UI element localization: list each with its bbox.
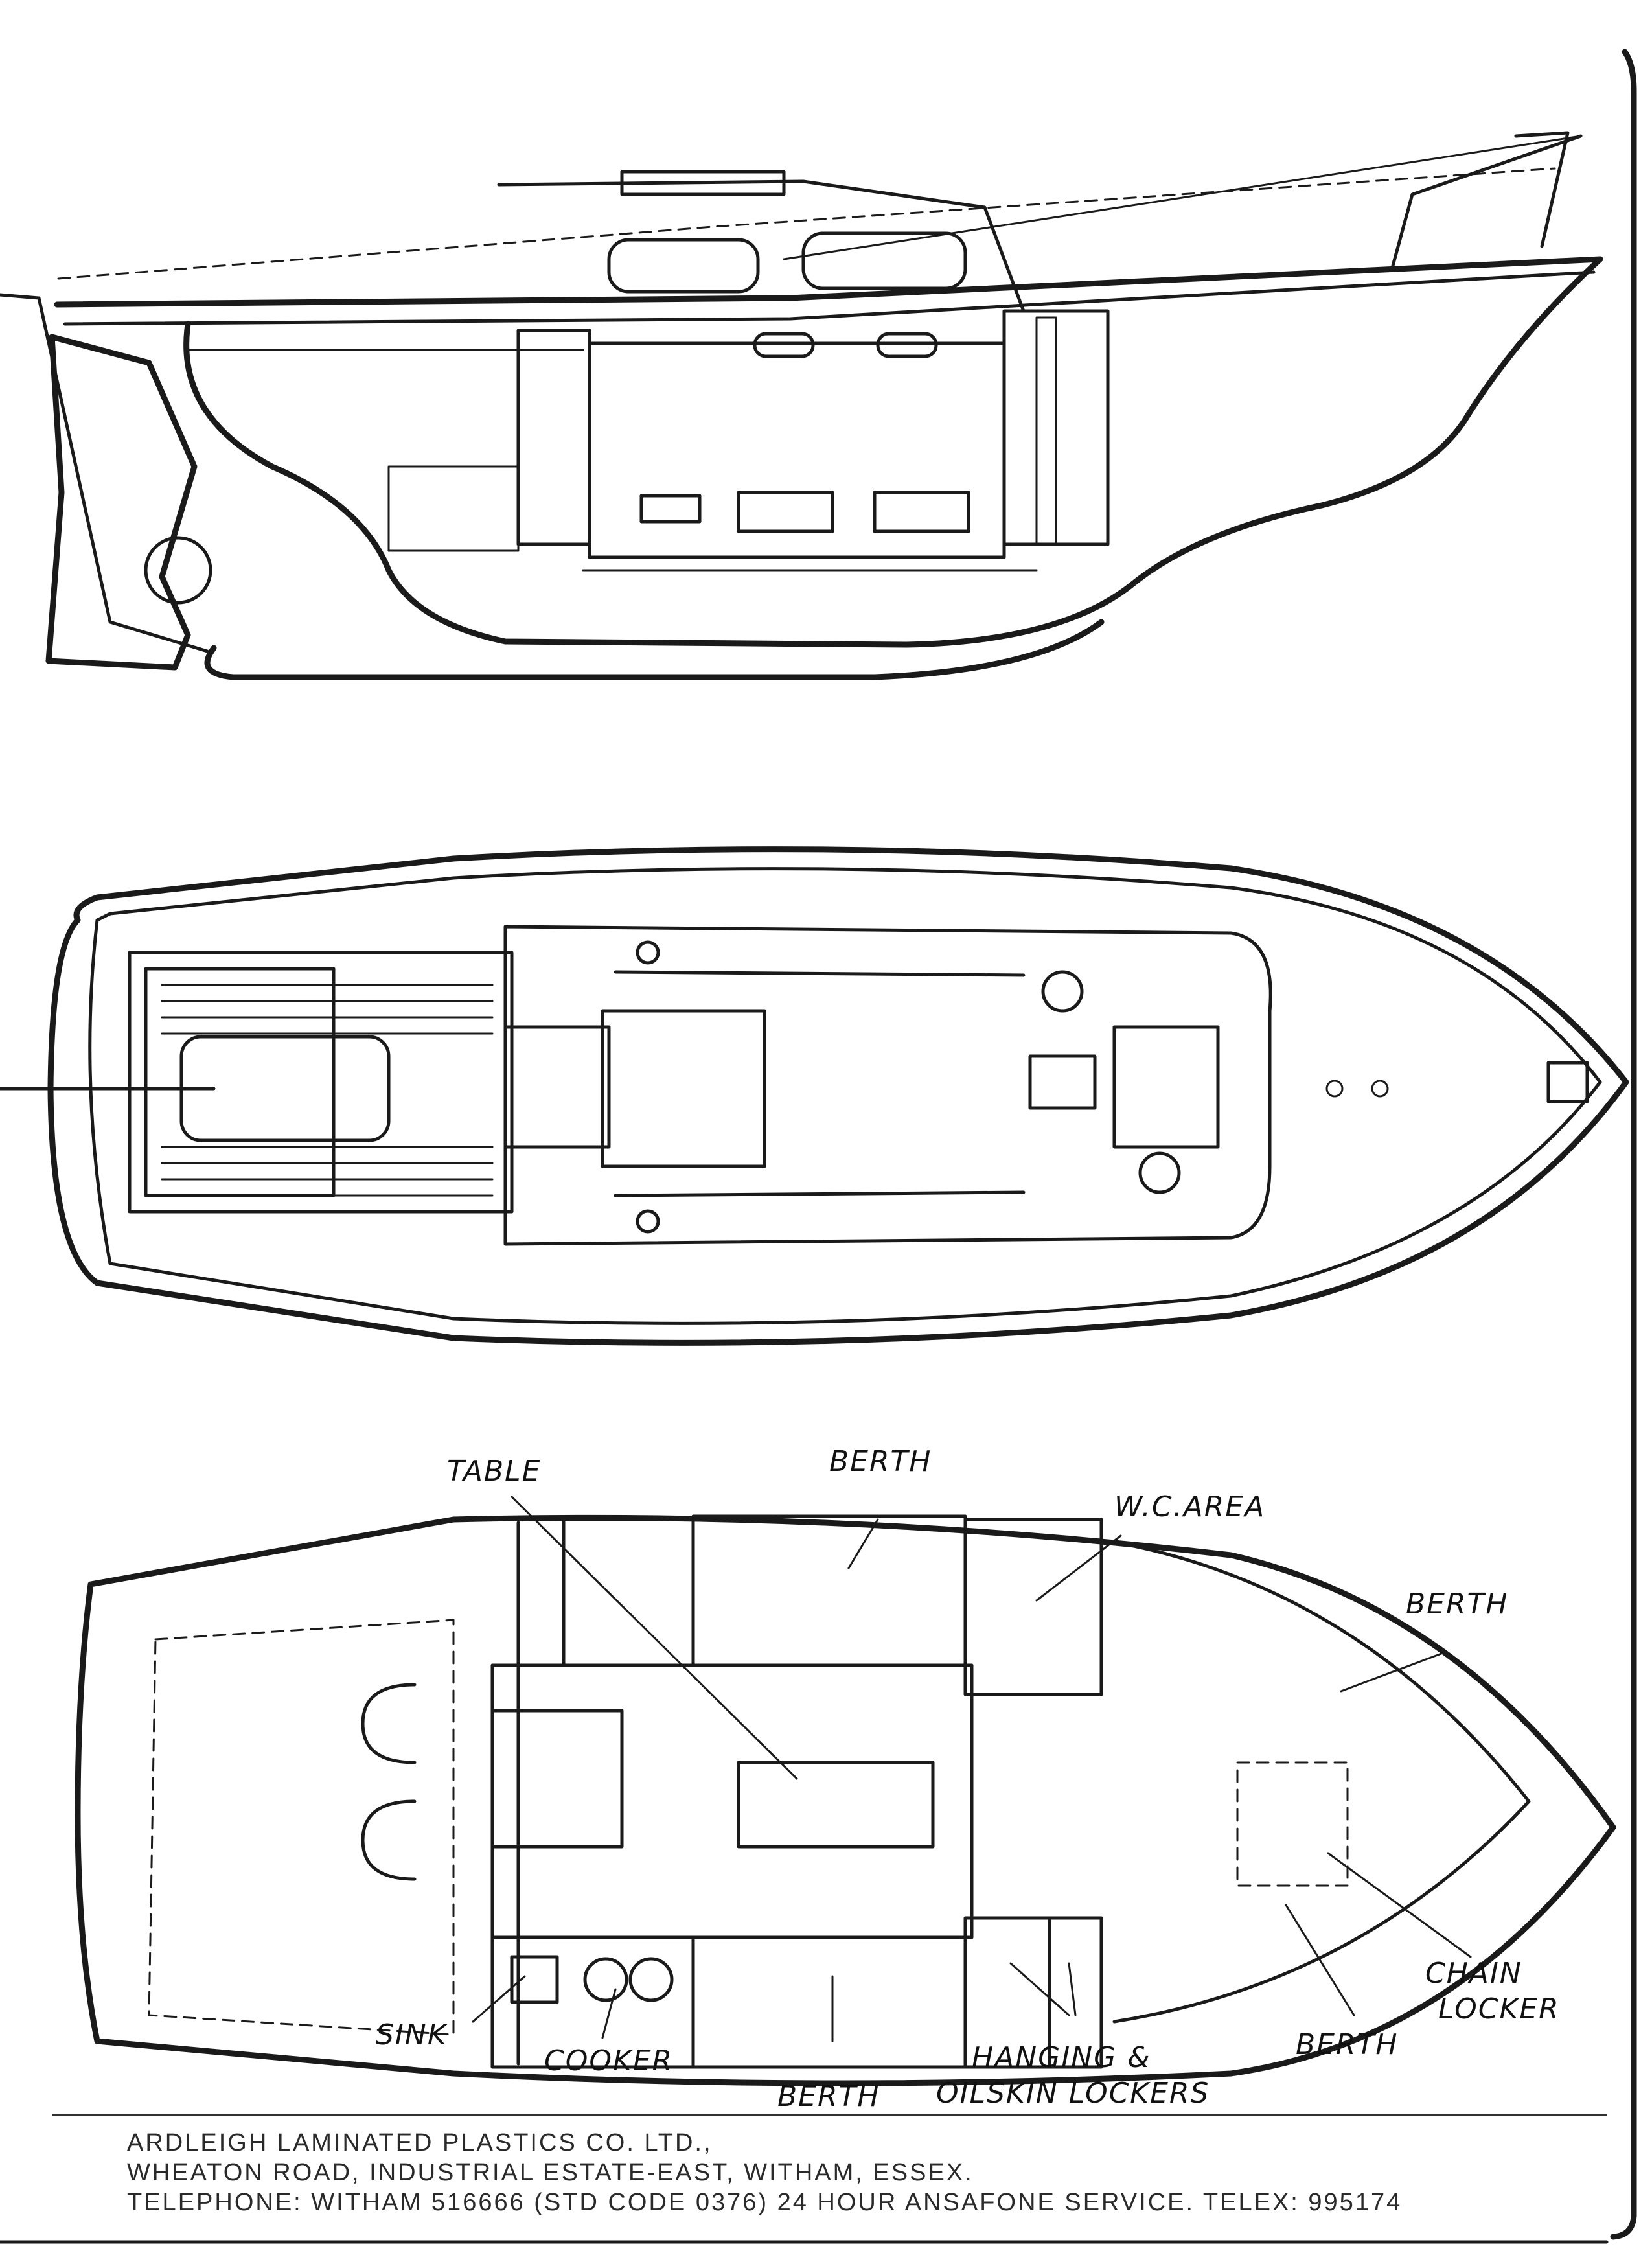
page-edge bbox=[1610, 49, 1637, 2240]
pulpit-rail bbox=[1514, 131, 1570, 248]
oilskin-locker bbox=[1048, 1916, 1103, 2069]
deck-fitting-3 bbox=[1371, 1080, 1389, 1098]
accommodation-plan-view: TABLE BERTH W.C.AREA BERTH SINK COOKER B… bbox=[75, 1445, 1616, 2113]
bow-roller bbox=[1546, 1061, 1589, 1103]
table-top bbox=[737, 1761, 935, 1849]
rudder bbox=[45, 334, 198, 671]
toe-rail bbox=[88, 867, 1602, 1325]
lifeline bbox=[783, 135, 1582, 260]
sheer-line bbox=[54, 256, 1603, 308]
hull-outline bbox=[183, 256, 1603, 648]
deck-fitting-4 bbox=[1325, 1080, 1344, 1098]
label-sink: SINK bbox=[376, 2018, 448, 2051]
handrail-stbd bbox=[614, 1190, 1026, 1197]
wc-door bbox=[1035, 316, 1057, 546]
galley bbox=[490, 1935, 695, 2069]
label-berth-fwd: BERTH bbox=[1406, 1588, 1509, 1621]
label-berth-bottom: BERTH bbox=[777, 2080, 880, 2113]
deck-fitting-1 bbox=[636, 940, 660, 965]
footer-rule bbox=[52, 2114, 1607, 2116]
drawer-2 bbox=[737, 491, 834, 533]
engine bbox=[387, 465, 520, 552]
cockpit-outline-dashed bbox=[148, 1619, 455, 2036]
pulpit bbox=[1391, 134, 1583, 268]
deck-outline bbox=[47, 846, 1629, 1346]
label-oilskin-lockers: OILSKIN LOCKERS bbox=[936, 2077, 1210, 2110]
settee-port bbox=[691, 1514, 967, 1667]
quarter-berth-curve-2 bbox=[361, 1799, 417, 1881]
deck-plan-view bbox=[0, 846, 1629, 1346]
label-cooker: COOKER bbox=[544, 2044, 673, 2077]
leader-lines bbox=[472, 1496, 1472, 2042]
forepeak-berth bbox=[1112, 1540, 1531, 2024]
deck-prism-2 bbox=[1138, 1151, 1181, 1194]
cockpit bbox=[128, 951, 514, 1214]
deck-fitting-2 bbox=[636, 1209, 660, 1234]
keel-bottom bbox=[204, 619, 1105, 680]
handrail-port bbox=[614, 970, 1026, 977]
fore-hatch bbox=[1112, 1025, 1220, 1149]
label-hanging: HANGING & bbox=[972, 2041, 1151, 2074]
label-locker: LOCKER bbox=[1438, 1993, 1560, 2026]
propeller bbox=[144, 536, 212, 605]
label-table: TABLE bbox=[447, 1455, 541, 1488]
rudder-stock bbox=[0, 293, 209, 653]
cooker-burner-2 bbox=[628, 1957, 674, 2002]
settee-stbd bbox=[691, 1935, 967, 2069]
port-light-2 bbox=[876, 332, 938, 358]
cabin-window-aft bbox=[607, 238, 760, 294]
company-address: WHEATON ROAD, INDUSTRIAL ESTATE-EAST, WI… bbox=[127, 2159, 974, 2186]
chain-locker-dashed bbox=[1236, 1761, 1349, 1887]
deck-prism-1 bbox=[1041, 970, 1084, 1013]
port-light-1 bbox=[753, 332, 815, 358]
main-hatch bbox=[601, 1009, 766, 1168]
hatch bbox=[620, 170, 786, 196]
cabin-top bbox=[497, 179, 1026, 313]
footer-address: ARDLEIGH LAMINATED PLASTICS CO. LTD., WH… bbox=[127, 2128, 1578, 2217]
hull-plan-outline bbox=[75, 1514, 1616, 2086]
cockpit-well bbox=[144, 967, 336, 1197]
ventilator bbox=[1028, 1054, 1097, 1110]
company-name: ARDLEIGH LAMINATED PLASTICS CO. LTD., bbox=[127, 2129, 713, 2156]
quarter-berth-curve-1 bbox=[361, 1683, 417, 1764]
label-chain: CHAIN bbox=[1425, 1957, 1522, 1990]
sink-basin bbox=[510, 1955, 559, 2004]
cabin-window-fwd bbox=[801, 231, 967, 290]
deck-line bbox=[63, 270, 1596, 326]
label-berth-fwd-bottom: BERTH bbox=[1296, 2028, 1399, 2061]
cooker-burner-1 bbox=[583, 1957, 628, 2002]
label-wc-area: W.C.AREA bbox=[1114, 1490, 1265, 1523]
company-contact: TELEPHONE: WITHAM 516666 (STD CODE 0376)… bbox=[127, 2189, 1403, 2216]
saloon-section bbox=[588, 341, 1006, 559]
companion-steps bbox=[490, 1709, 624, 1849]
drawer-1 bbox=[639, 494, 702, 524]
companionway bbox=[503, 1025, 611, 1149]
coachroof bbox=[503, 925, 1272, 1246]
drawer-3 bbox=[873, 491, 970, 533]
cockpit-gratings bbox=[161, 984, 494, 1197]
wc-compartment bbox=[963, 1518, 1103, 1696]
lifeline-dashed bbox=[57, 167, 1556, 280]
bulkhead-aft bbox=[516, 329, 591, 546]
berth-port-aft bbox=[562, 1518, 695, 1667]
side-profile-view bbox=[0, 131, 1603, 680]
saloon bbox=[490, 1663, 974, 1939]
label-berth-top: BERTH bbox=[829, 1445, 932, 1478]
